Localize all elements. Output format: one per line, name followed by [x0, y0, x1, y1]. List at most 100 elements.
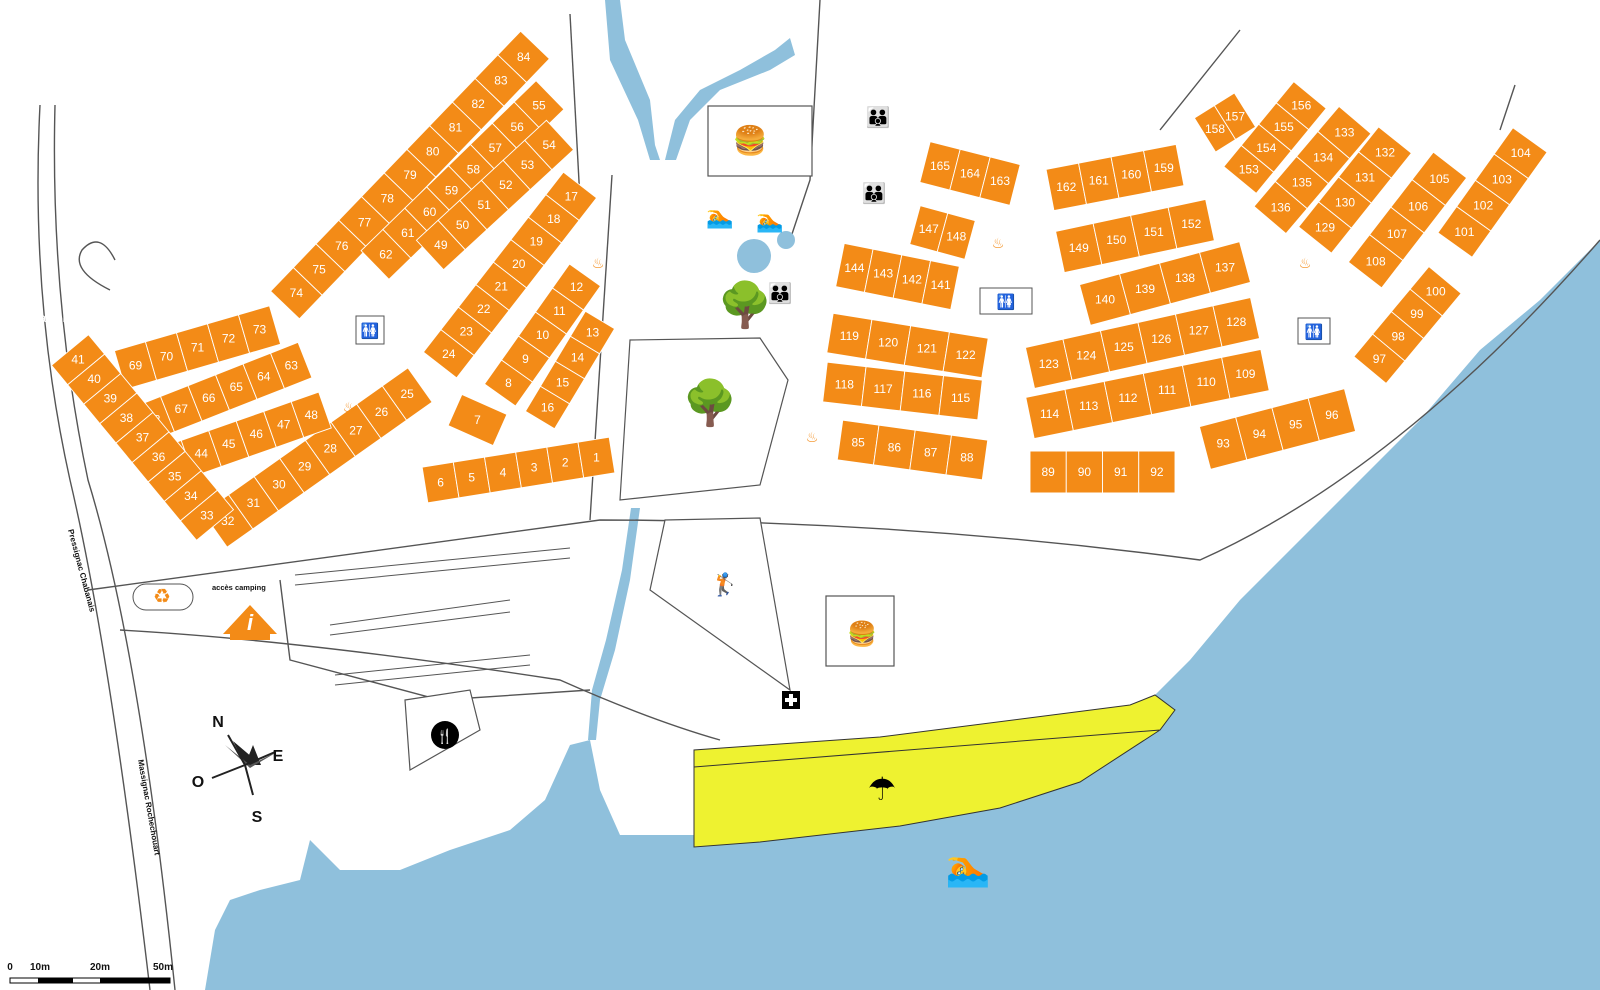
toilets-icon[interactable]: 🚻	[361, 322, 380, 340]
pitch-141[interactable]	[921, 260, 960, 311]
swimmer-icon-lake[interactable]: 🏊	[946, 847, 991, 888]
compass-n: N	[212, 714, 224, 731]
pitch-number-25: 25	[401, 387, 415, 401]
pitch-number-78: 78	[381, 192, 395, 206]
barbecue-icon-5[interactable]: ♨	[806, 429, 819, 445]
pitch-number-90: 90	[1078, 465, 1092, 479]
pitch-number-65: 65	[230, 380, 244, 394]
compass-o: O	[192, 774, 204, 791]
pitch-number-34: 34	[184, 489, 198, 503]
burger-drink-icon-2[interactable]: 🍔	[847, 620, 877, 648]
pitch-number-103: 103	[1492, 172, 1512, 186]
pitch-63[interactable]	[269, 341, 313, 390]
pitch-137[interactable]	[1198, 241, 1252, 294]
pitch-number-142: 142	[902, 272, 922, 286]
pitch-73[interactable]	[237, 305, 282, 354]
barbecue-icon-4[interactable]: ♨	[1299, 255, 1312, 271]
pitch-48[interactable]	[290, 391, 332, 439]
recycle-icon[interactable]: ♻	[132, 583, 194, 611]
pitch-13[interactable]	[569, 310, 616, 355]
pitch-1[interactable]	[577, 436, 616, 479]
pitch-number-54: 54	[542, 138, 556, 152]
pitch-156[interactable]	[1275, 81, 1327, 131]
pitch-number-85: 85	[851, 436, 865, 450]
pitch-number-84: 84	[517, 50, 531, 64]
pitch-122[interactable]	[942, 331, 989, 379]
pitch-number-155: 155	[1274, 120, 1294, 134]
pitch-96[interactable]	[1307, 388, 1357, 442]
tree-children-icon[interactable]: 🌳	[718, 278, 773, 330]
pitch-number-79: 79	[403, 168, 417, 182]
pitch-128[interactable]	[1212, 296, 1261, 348]
compass-s: S	[252, 809, 263, 826]
tree-children-icon-2[interactable]: 🌳	[683, 376, 738, 428]
toilets-icon-3[interactable]: 🚻	[1305, 323, 1324, 341]
pitch-number-7: 7	[474, 413, 481, 427]
parking	[294, 547, 571, 686]
pitch-159[interactable]	[1143, 143, 1185, 193]
pitch-number-22: 22	[477, 302, 491, 316]
pitch-number-140: 140	[1095, 293, 1115, 307]
pitch-92[interactable]	[1138, 450, 1176, 494]
pitch-number-112: 112	[1118, 391, 1137, 405]
pitch-number-118: 118	[835, 377, 854, 391]
pitch-163[interactable]	[979, 156, 1021, 206]
pitch-number-74: 74	[290, 286, 304, 300]
pitch-7[interactable]	[447, 393, 508, 447]
pitch-number-66: 66	[202, 391, 216, 405]
family-icon-3[interactable]: 👪	[862, 181, 887, 205]
pitch-148[interactable]	[936, 212, 976, 260]
barbecue-icon-3[interactable]: ♨	[992, 235, 1005, 251]
pitch-84[interactable]	[497, 30, 551, 84]
umbrella-icon[interactable]: ☂	[868, 771, 897, 807]
first-aid-icon[interactable]	[782, 691, 800, 709]
pitch-157[interactable]	[1213, 92, 1257, 141]
pitch-104[interactable]	[1493, 127, 1548, 180]
burger-drink-icon[interactable]: 🍔	[733, 124, 768, 157]
pitch-number-161: 161	[1089, 174, 1109, 188]
lake	[205, 240, 1600, 990]
pitch-54[interactable]	[524, 119, 575, 171]
pitch-number-160: 160	[1121, 167, 1141, 181]
pitch-132[interactable]	[1357, 126, 1413, 179]
barbecue-icons: ♨ ♨ ♨ ♨ ♨	[343, 235, 1312, 445]
pitch-number-87: 87	[924, 446, 938, 460]
barbecue-icon-2[interactable]: ♨	[343, 399, 356, 415]
toilets-icon-2[interactable]: 🚻	[997, 293, 1016, 311]
pitch-number-99: 99	[1410, 307, 1424, 321]
pitch-number-93: 93	[1216, 436, 1230, 450]
pitch-number-26: 26	[375, 405, 389, 419]
pitch-88[interactable]	[945, 434, 989, 481]
info-house-icon[interactable]: i	[223, 605, 277, 640]
pitch-number-134: 134	[1313, 151, 1333, 165]
pitch-105[interactable]	[1411, 151, 1468, 206]
family-icon-2[interactable]: 👪	[866, 105, 891, 129]
swimmer-icon[interactable]: 🏊	[706, 204, 733, 229]
pitch-100[interactable]	[1409, 265, 1462, 317]
pitch-number-114: 114	[1040, 407, 1059, 421]
pitch-109[interactable]	[1221, 348, 1270, 400]
swimmer-icon-2[interactable]: 🏊	[756, 208, 783, 233]
pitch-number-80: 80	[426, 144, 440, 158]
pitch-number-152: 152	[1181, 217, 1201, 231]
family-icon[interactable]: 👪	[768, 281, 793, 305]
barbecue-icon[interactable]: ♨	[592, 255, 605, 271]
cutlery-icon[interactable]: 🍴	[431, 721, 459, 749]
pool-1	[737, 239, 771, 273]
pitch-33[interactable]	[179, 489, 235, 541]
pitch-number-149: 149	[1069, 241, 1089, 255]
minigolf-icon[interactable]: 🏌	[711, 572, 738, 597]
pitch-number-20: 20	[512, 257, 526, 271]
pitch-number-52: 52	[499, 178, 513, 192]
pitch-12[interactable]	[551, 263, 602, 311]
river-3	[588, 508, 640, 740]
pitch-152[interactable]	[1167, 198, 1215, 250]
pitch-133[interactable]	[1317, 105, 1372, 160]
snack-building	[707, 105, 813, 177]
pitch-115[interactable]	[938, 375, 983, 421]
pitch-number-117: 117	[874, 382, 893, 396]
pitch-number-10: 10	[536, 328, 550, 342]
pitch-number-137: 137	[1215, 260, 1235, 274]
pitch-17[interactable]	[545, 171, 598, 222]
pitch-55[interactable]	[513, 80, 565, 132]
